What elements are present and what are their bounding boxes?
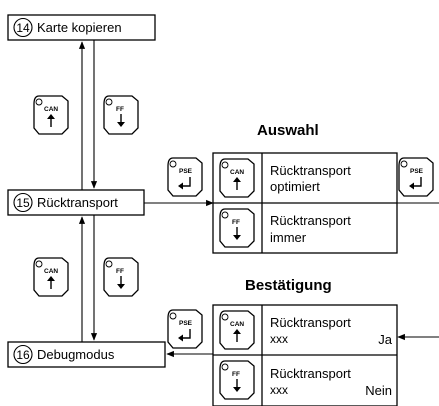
can-key-icon: CAN [33, 95, 69, 135]
bestaetigung-option-2-answer: Nein [365, 383, 392, 398]
menu-number-14: 14 [16, 20, 30, 35]
can-key-label: CAN [230, 321, 244, 328]
can-key-icon: CAN [33, 257, 69, 297]
menu-number-16: 16 [16, 347, 30, 362]
ff-key-label: FF [116, 106, 124, 113]
pse-key-label: PSE [179, 168, 193, 175]
ff-key-icon: FF [103, 95, 139, 135]
menu-item-debugmodus: Debugmodus [37, 347, 115, 362]
menu-item-karte-kopieren: Karte kopieren [37, 20, 122, 35]
can-key-label: CAN [44, 268, 58, 275]
auswahl-option-1-line1: Rücktransport [270, 163, 351, 178]
ff-key-icon: FF [103, 257, 139, 297]
menu-box-ruecktransport [7, 189, 145, 216]
bestaetigung-option-1-value: xxx [270, 332, 288, 346]
pse-key-icon: PSE [167, 157, 203, 197]
pse-key-icon: PSE [167, 309, 203, 349]
can-key-label: CAN [44, 106, 58, 113]
can-key-icon: CAN [219, 158, 255, 198]
can-key-icon: CAN [219, 310, 255, 350]
bestaetigung-heading: Bestätigung [245, 277, 332, 294]
bestaetigung-option-1-answer: Ja [378, 332, 392, 347]
bestaetigung-option-1-line1: Rücktransport [270, 315, 351, 330]
ff-key-icon: FF [219, 360, 255, 400]
menu-box-karte-kopieren [7, 14, 156, 41]
pse-key-label: PSE [179, 320, 193, 327]
auswahl-option-2-line1: Rücktransport [270, 213, 351, 228]
pse-key-label: PSE [410, 168, 424, 175]
ff-key-icon: FF [219, 208, 255, 248]
can-key-label: CAN [230, 169, 244, 176]
auswahl-heading: Auswahl [257, 122, 319, 139]
ff-key-label: FF [116, 268, 124, 275]
auswahl-option-2-line2: immer [270, 230, 307, 245]
pse-key-icon: PSE [398, 157, 434, 197]
menu-box-debugmodus [7, 341, 166, 368]
menu-number-15: 15 [16, 195, 30, 210]
ff-key-label: FF [232, 219, 240, 226]
bestaetigung-option-2-value: xxx [270, 383, 288, 397]
ff-key-label: FF [232, 371, 240, 378]
menu-item-ruecktransport: Rücktransport [37, 195, 118, 210]
bestaetigung-option-2-line1: Rücktransport [270, 366, 351, 381]
auswahl-option-1-line2: optimiert [270, 179, 320, 194]
